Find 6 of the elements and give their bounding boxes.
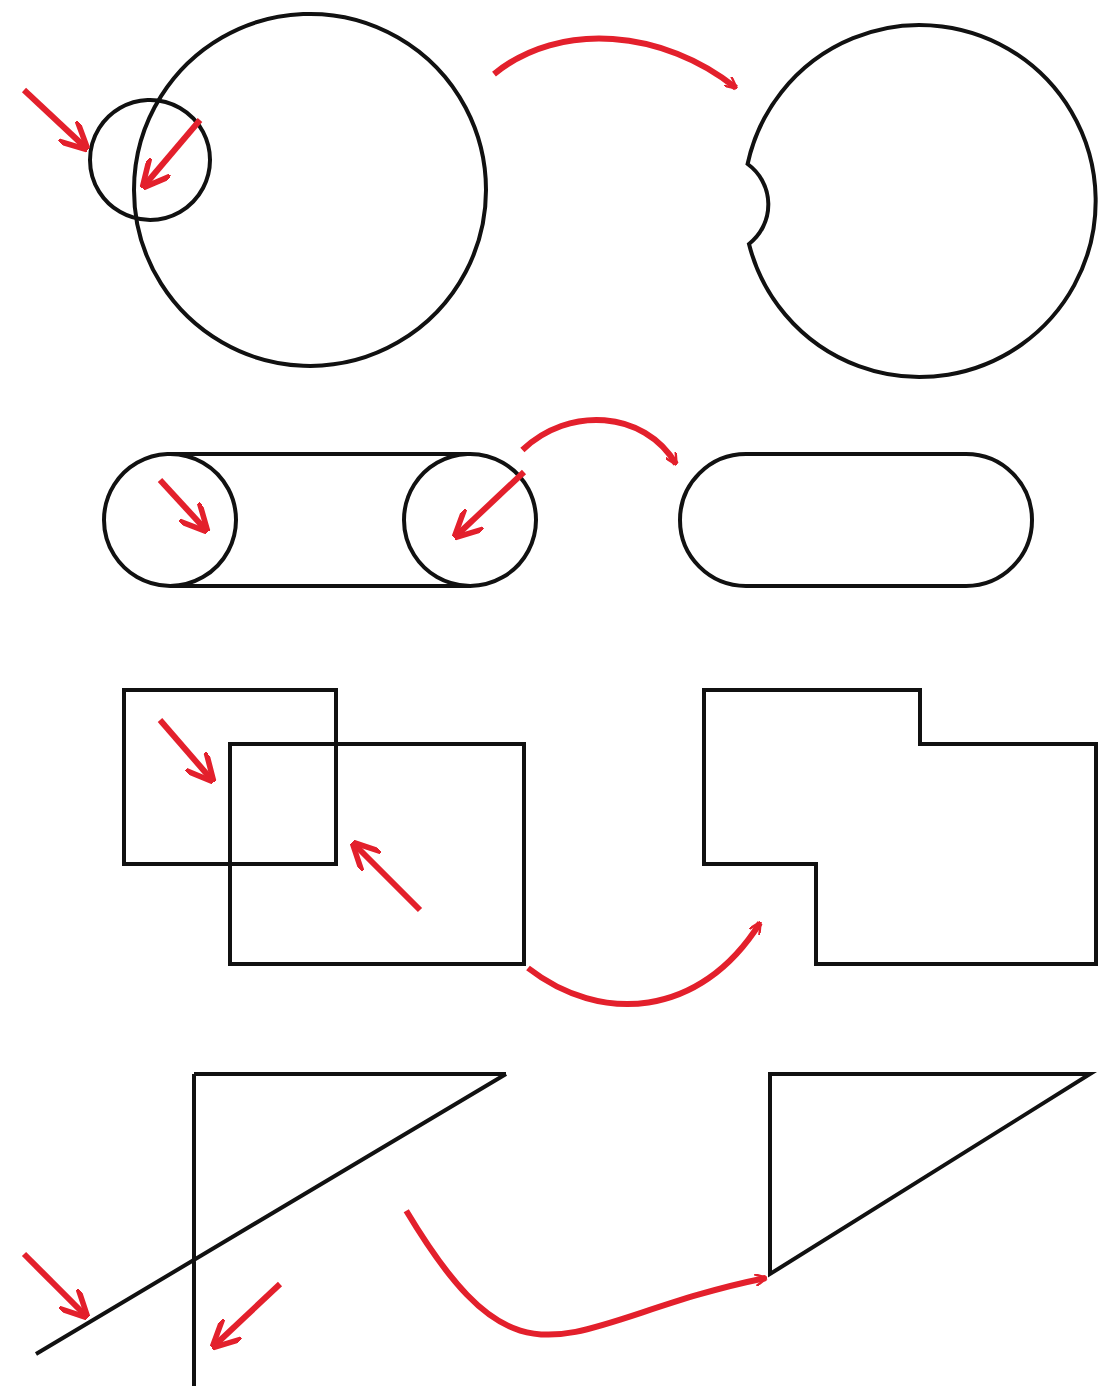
curved-arrow bbox=[403, 1209, 769, 1338]
overlapping-rectangles-drawing bbox=[120, 686, 528, 968]
circles-and-lines-drawing bbox=[100, 450, 540, 590]
curved-arrow bbox=[526, 920, 763, 1007]
curved-arrow bbox=[492, 35, 739, 91]
curved-arrow bbox=[520, 417, 679, 467]
